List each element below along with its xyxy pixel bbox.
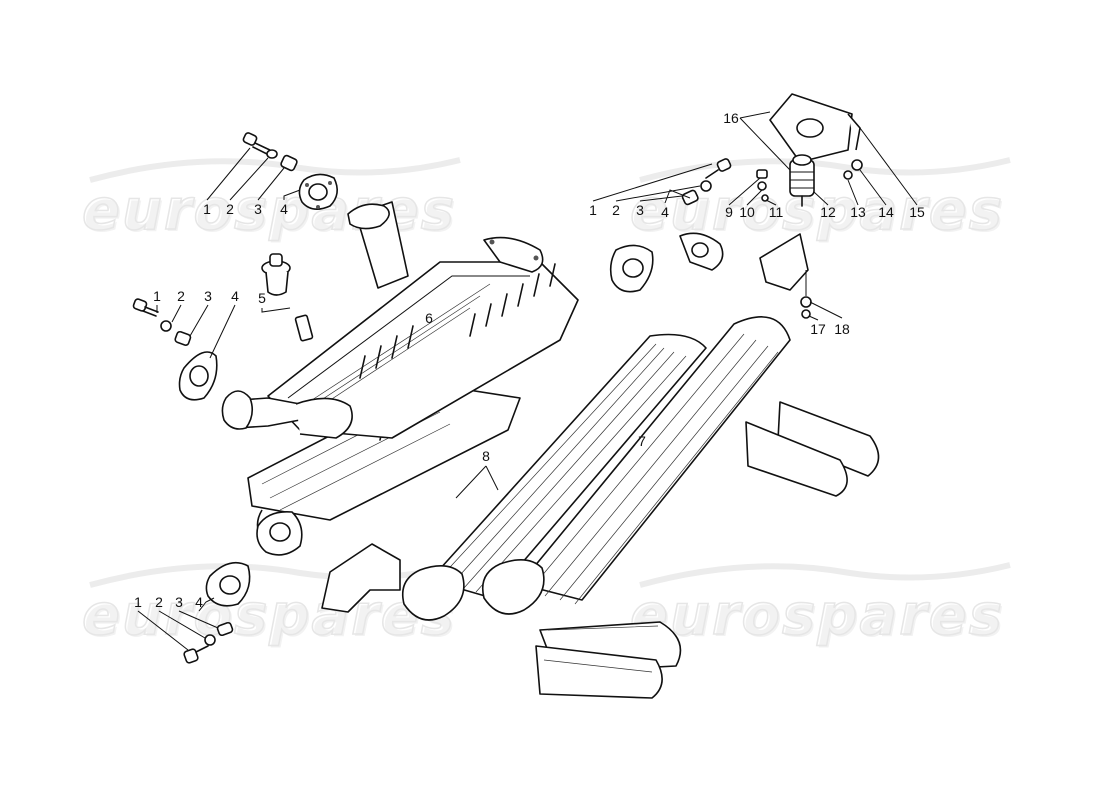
callout-spacer: 3 <box>636 202 644 218</box>
washer-icon <box>160 320 172 332</box>
callout-washer: 14 <box>878 204 894 220</box>
rubber-mount-icon <box>789 154 815 207</box>
washer-icon <box>851 159 863 171</box>
callout-gasket: 4 <box>231 288 239 304</box>
rear-muffler <box>401 316 791 621</box>
callout-screw: 9 <box>725 204 733 220</box>
callout-spacer: 3 <box>175 594 183 610</box>
inlet-flange-right <box>483 236 544 273</box>
callout-washer: 10 <box>739 204 755 220</box>
callout-nut: 13 <box>850 204 866 220</box>
callout-rubber-mount: 12 <box>820 204 836 220</box>
nut-icon <box>761 194 769 202</box>
gasket-icon <box>298 173 338 210</box>
bolt-icon <box>242 132 273 156</box>
callout-catalytic-converter: 6 <box>425 310 433 326</box>
screw-icon <box>756 169 768 179</box>
bolt-icon <box>183 645 209 664</box>
callout-washer: 2 <box>226 201 234 217</box>
callout-bolt: 1 <box>203 201 211 217</box>
washer-icon <box>266 149 278 159</box>
washer-icon <box>800 296 812 308</box>
mounting-bracket-icon <box>769 93 861 163</box>
outlet-pipe-lower <box>256 509 303 556</box>
callout-bolt: 1 <box>134 594 142 610</box>
inlet-pipe-left <box>221 390 353 439</box>
callout-converter-pair: 8 <box>482 448 490 464</box>
callout-bolt: 1 <box>153 288 161 304</box>
callout-washer: 18 <box>834 321 850 337</box>
nut-icon <box>801 309 811 319</box>
callout-gasket: 4 <box>280 201 288 217</box>
bolt-icon <box>705 158 732 179</box>
gasket-icon <box>178 351 218 401</box>
callout-gasket: 4 <box>195 594 203 610</box>
exhaust-tail-pipes-rear <box>745 401 880 497</box>
bolt-icon <box>132 298 159 317</box>
callout-spacer: 3 <box>254 201 262 217</box>
nut-icon <box>843 170 853 180</box>
callout-bracket: 15 <box>909 204 925 220</box>
spacer-nut-icon <box>216 621 234 637</box>
exhaust-tail-pipes-front <box>535 621 682 699</box>
callout-washer: 2 <box>612 202 620 218</box>
sensor-icon <box>261 253 314 342</box>
muffler-hanger-bracket <box>679 232 809 291</box>
callout-sensor: 5 <box>258 290 266 306</box>
spacer-nut-icon <box>280 154 298 172</box>
callout-spacer: 3 <box>204 288 212 304</box>
spacer-nut-icon <box>174 330 192 346</box>
callout-rear-muffler: 7 <box>638 433 646 449</box>
inlet-pipe-top <box>347 201 409 289</box>
washer-icon <box>700 180 712 192</box>
washer-icon <box>757 181 767 191</box>
callout-nut: 11 <box>768 204 784 220</box>
callout-mounting-plate: 16 <box>723 110 739 126</box>
spacer-nut-icon <box>681 189 699 206</box>
callout-gasket: 4 <box>661 204 669 220</box>
muffler-mount-bracket <box>321 543 401 613</box>
callout-washer: 2 <box>177 288 185 304</box>
callout-washer: 2 <box>155 594 163 610</box>
callout-nut: 17 <box>810 321 826 337</box>
gasket-icon <box>609 244 654 293</box>
washer-icon <box>204 634 216 646</box>
gasket-icon <box>205 561 251 607</box>
callout-bolt: 1 <box>589 202 597 218</box>
